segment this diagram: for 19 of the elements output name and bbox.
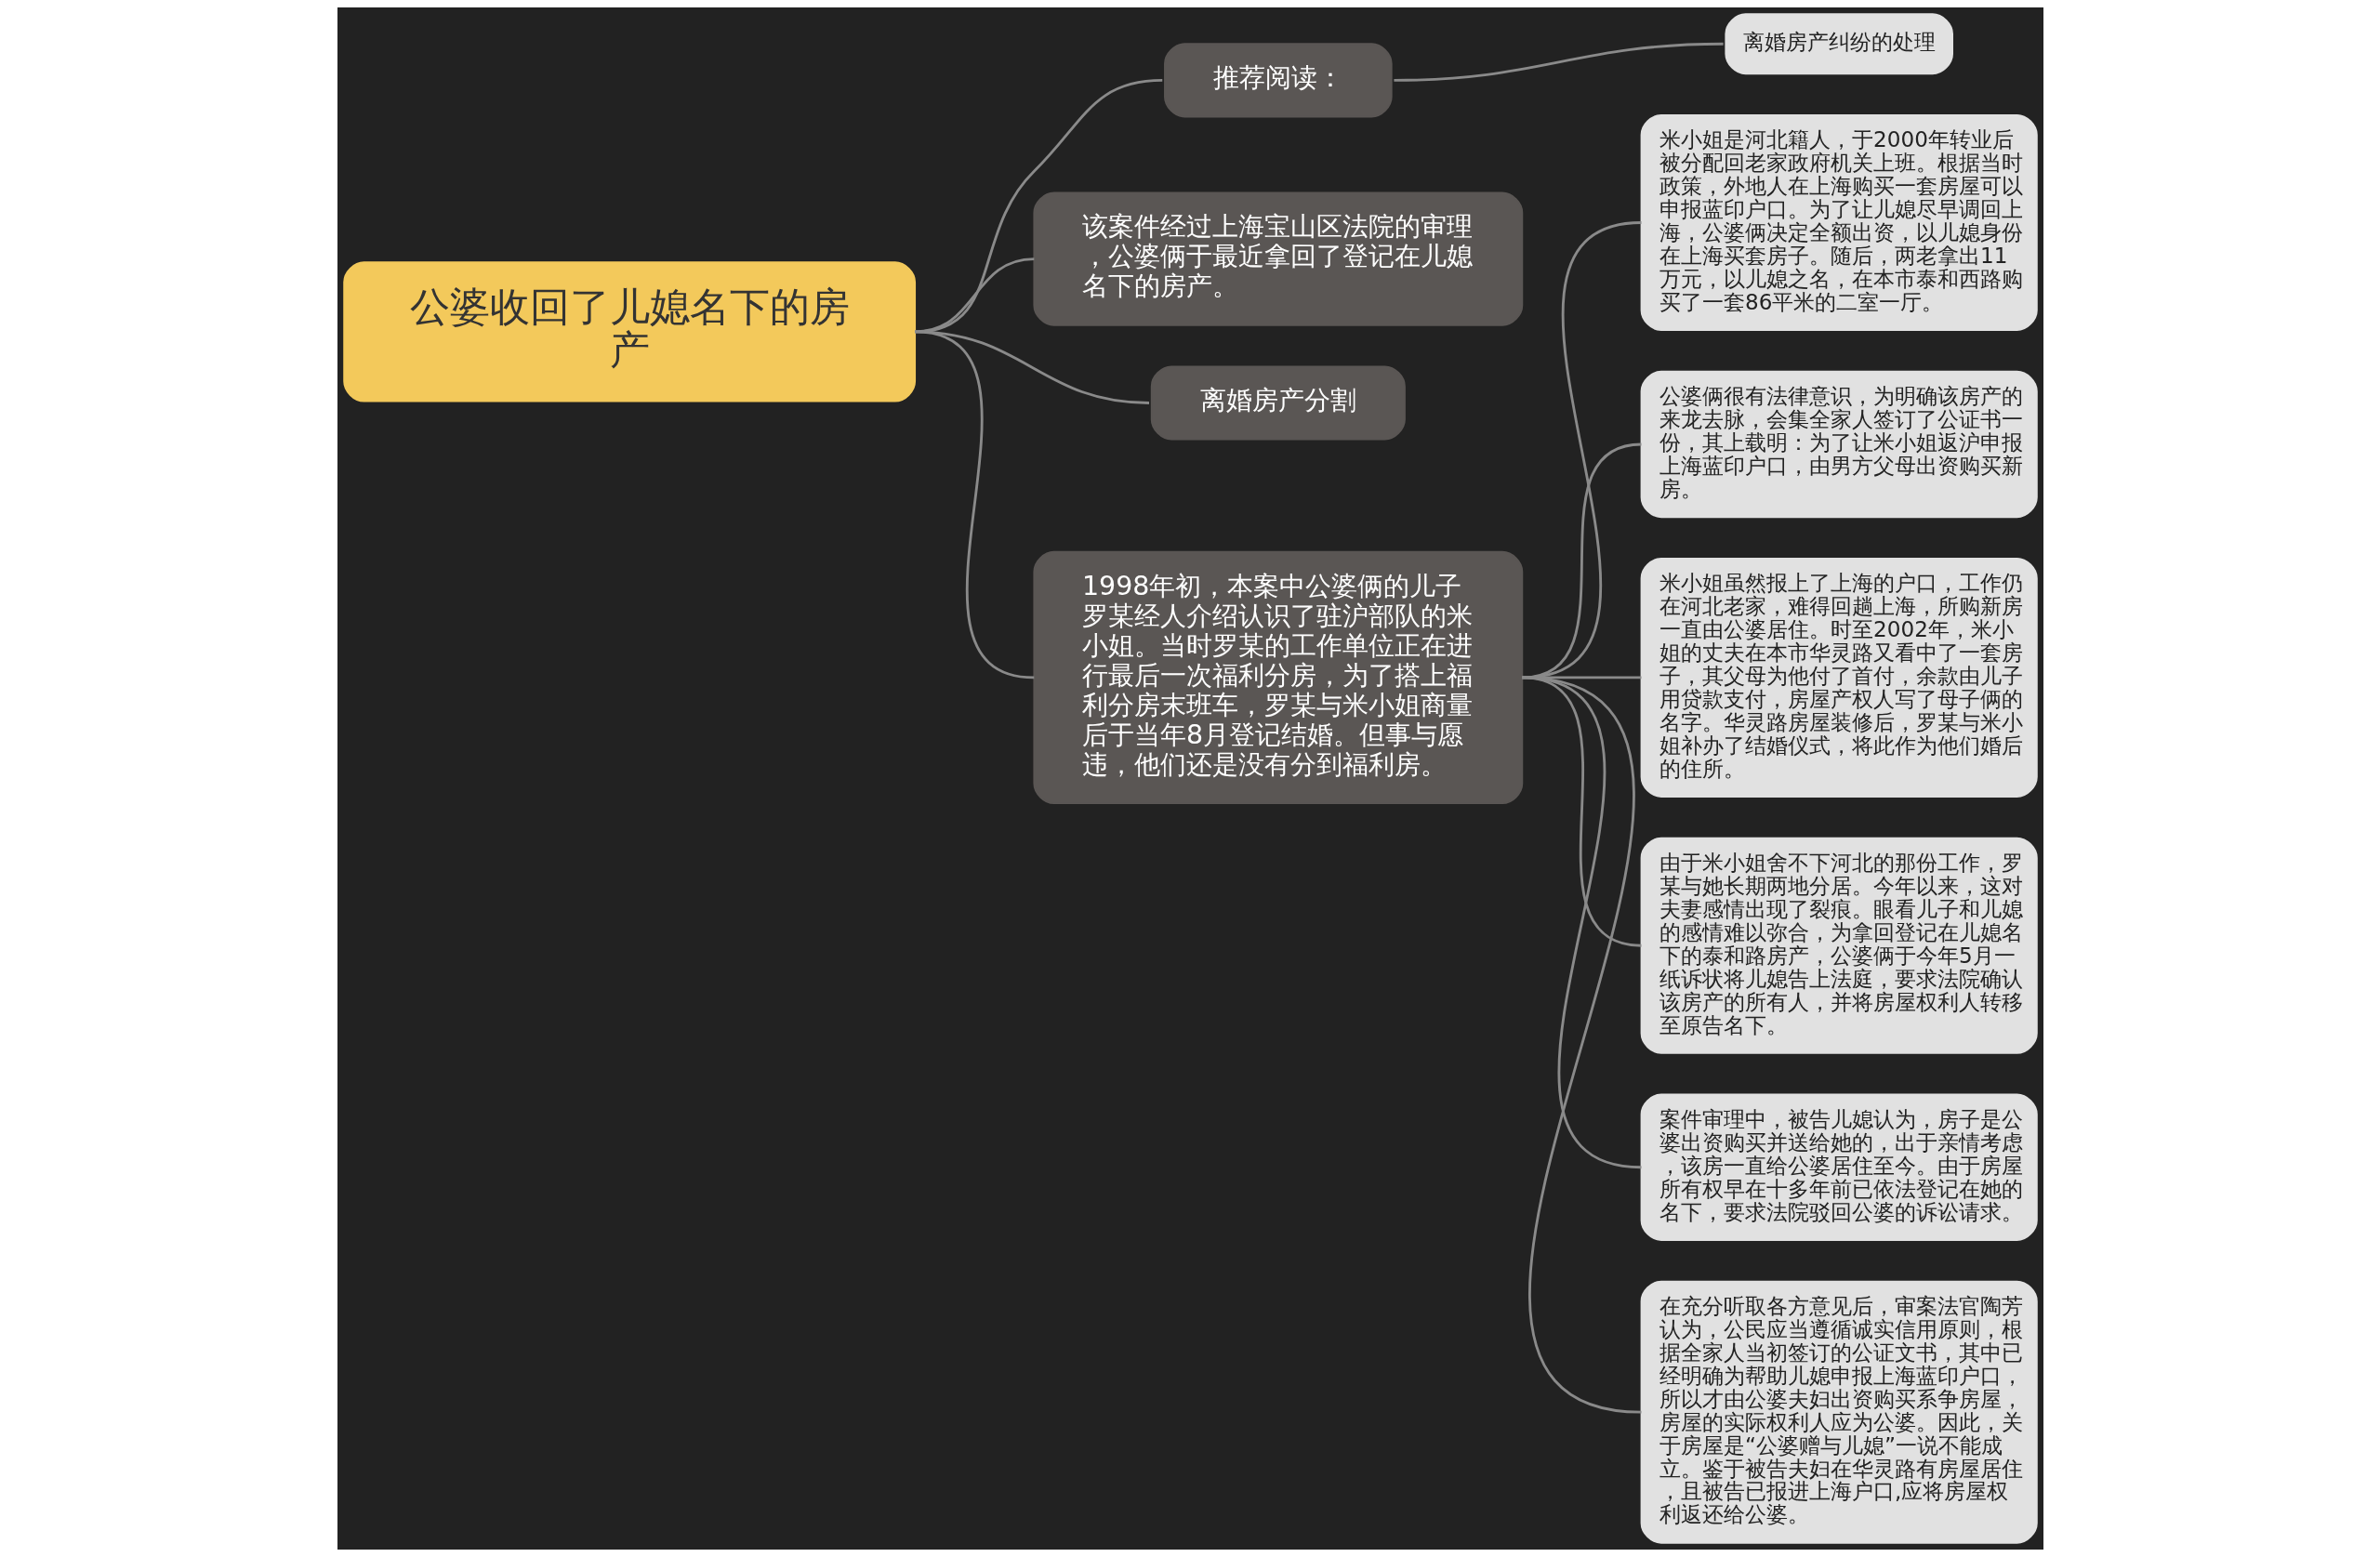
node-box: 在充分听取各方意见后，审案法官陶芳认为，公民应当遵循诚实信用原则，根据全家人当初签订的公证文书，其中已经明确为帮助儿媳申报上海蓝印户口，所以才由公婆夫妇出资购买系争房屋，房屋的实际权利人应为公婆。因此，关于房屋是“公婆赠与儿媳”一说不能成立。鉴于被告夫妇在华灵路有房屋居住，且被告已报进上海户口,应将房屋权利返还给公婆。 <box>1640 1280 2038 1544</box>
node-box: 公婆俩很有法律意识，为明确该房产的来龙去脉，会集全家人签订了公证书一份，其上载明：为了让米小姐返沪申报上海蓝印户口，由男方父母出资购买新房。 <box>1640 370 2038 519</box>
node-box: 推荐阅读： <box>1163 43 1393 118</box>
node-box: 米小姐虽然报上了上海的户口，工作仍在河北老家，难得回趟上海，所购新房一直由公婆居住。时至2002年，米小姐的丈夫在本市华灵路又看中了一套房子，其父母为他付了首付，余款由儿子用贷款支付，房屋产权人写了母子俩的名字。华灵路房屋装修后，罗某与米小姐补办了结婚仪式，将此作为他们婚后的住所。 <box>1640 557 2038 798</box>
connector <box>914 79 1162 334</box>
node-box: 离婚房产分割 <box>1150 365 1406 441</box>
node-box: 公婆收回了儿媳名下的房产 <box>342 261 916 402</box>
node-box: 该案件经过上海宝山区法院的审理，公婆俩于最近拿回了登记在儿媳名下的房产。 <box>1032 191 1523 326</box>
node-box: 米小姐是河北籍人，于2000年转业后被分配回老家政府机关上班。根据当时政策，外地人在上海购买一套房屋可以申报蓝印户口。为了让儿媳尽早调回上海，公婆俩决定全额出资，以儿媳身份在上海买套房子。随后，两老拿出11万元，以儿媳之名，在本市泰和西路购买了一套86平米的二室一厅。 <box>1640 113 2038 332</box>
node-box: 离婚房产纠纷的处理 <box>1724 13 1953 75</box>
node-box: 1998年初，本案中公婆俩的儿子罗某经人介绍认识了驻沪部队的米小姐。当时罗某的工作单位正在进行最后一次福利分房，为了搭上福利分房末班车，罗某与米小姐商量后于当年8月登记结婚。但事与愿违，他们还是没有分到福利房。 <box>1032 550 1523 805</box>
connector <box>1521 221 1642 680</box>
connector <box>914 330 1035 680</box>
connector <box>914 257 1034 334</box>
connector <box>1521 442 1642 680</box>
node-box: 由于米小姐舍不下河北的那份工作，罗某与她长期两地分居。今年以来，这对夫妻感情出现了裂痕。眼看儿子和儿媳的感情难以弥合，为拿回登记在儿媳名下的泰和路房产，公婆俩于今年5月一纸诉状将儿媳告上法庭，要求法院确认该房产的所有人，并将房屋权利人转移至原告名下。 <box>1640 837 2038 1054</box>
node-box: 案件审理中，被告儿媳认为，房子是公婆出资购买并送给她的，出于亲情考虑，该房一直给公婆居住至今。由于房屋所有权早在十多年前已依法登记在她的名下，要求法院驳回公婆的诉讼请求。 <box>1640 1093 2038 1241</box>
connector <box>1521 676 1642 1414</box>
connector <box>1393 42 1724 82</box>
